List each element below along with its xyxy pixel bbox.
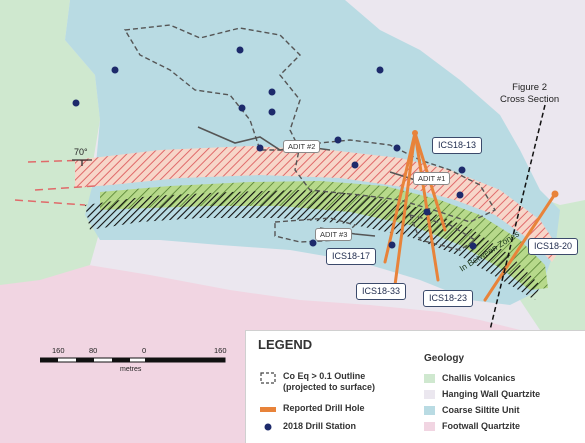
drill-hole-label: ICS18-17 [326,248,377,265]
legend-item-drillhole: Reported Drill Hole [260,403,365,414]
legend-item-outline: Co Eq > 0.1 Outline (projected to surfac… [260,371,375,393]
legend-item-station: 2018 Drill Station [260,421,356,432]
drill-hole-collar [551,190,559,198]
geology-swatch [424,374,435,383]
geology-item: Hanging Wall Quartzite [424,389,540,400]
scale-tick-label: 160 [214,346,227,355]
legend-panel: LEGEND Co Eq > 0.1 Outline (projected to… [245,330,585,443]
geology-item-label: Footwall Quartzite [442,421,521,431]
scale-unit: metres [120,366,142,373]
scale-bar-graphic [40,357,226,363]
dip-label: 70° [74,147,88,157]
legend-item-label: 2018 Drill Station [283,421,357,431]
cross-section-label-line2: Cross Section [500,94,560,105]
geology-item: Coarse Siltite Unit [424,405,520,416]
adit-label: ADIT #1 [413,172,451,185]
scale-tick-label: 160 [52,346,65,355]
geology-item: Challis Volcanics [424,373,515,384]
drill-station-dot-icon [264,423,272,431]
cross-section-label-line1: Figure 2 [512,82,547,93]
adit-label: ADIT #2 [283,140,321,153]
legend-item-label: Co Eq > 0.1 Outline [283,371,366,381]
cross-section-label: Figure 2 Cross Section [500,82,559,106]
drill-hole-label: ICS18-23 [423,290,474,307]
projected-fault-lines [14,159,96,206]
drill-hole-line-icon [260,407,276,412]
geology-swatch [424,422,435,431]
in-between-zone-band [100,181,548,290]
challis-volcanics-west [0,0,100,285]
geology-swatch [424,390,435,399]
geology-item-label: Coarse Siltite Unit [442,405,520,415]
footwall-zone-band [85,190,540,300]
geology-title: Geology [424,353,465,364]
scale-bar: 160 80 0 160 metres [40,346,240,380]
dashed-outline-icon [260,372,276,384]
scale-tick-label: 80 [89,346,98,355]
geology-item: Footwall Quartzite [424,421,520,432]
cross-section-line [489,104,546,331]
scale-tick-label: 0 [142,346,147,355]
legend-item-label: Reported Drill Hole [283,403,365,413]
drill-hole-label: ICS18-33 [356,283,407,300]
adit-label: ADIT #3 [315,228,353,241]
geology-item-label: Hanging Wall Quartzite [442,389,541,399]
geology-item-label: Challis Volcanics [442,373,516,383]
drill-stations [72,46,477,250]
drill-hole-label: ICS18-20 [528,238,579,255]
geology-swatch [424,406,435,415]
legend-title: LEGEND [258,337,313,352]
legend-item-label: (projected to surface) [283,382,376,392]
drill-hole-label: ICS18-13 [432,137,483,154]
drill-hole-collar [412,130,418,136]
